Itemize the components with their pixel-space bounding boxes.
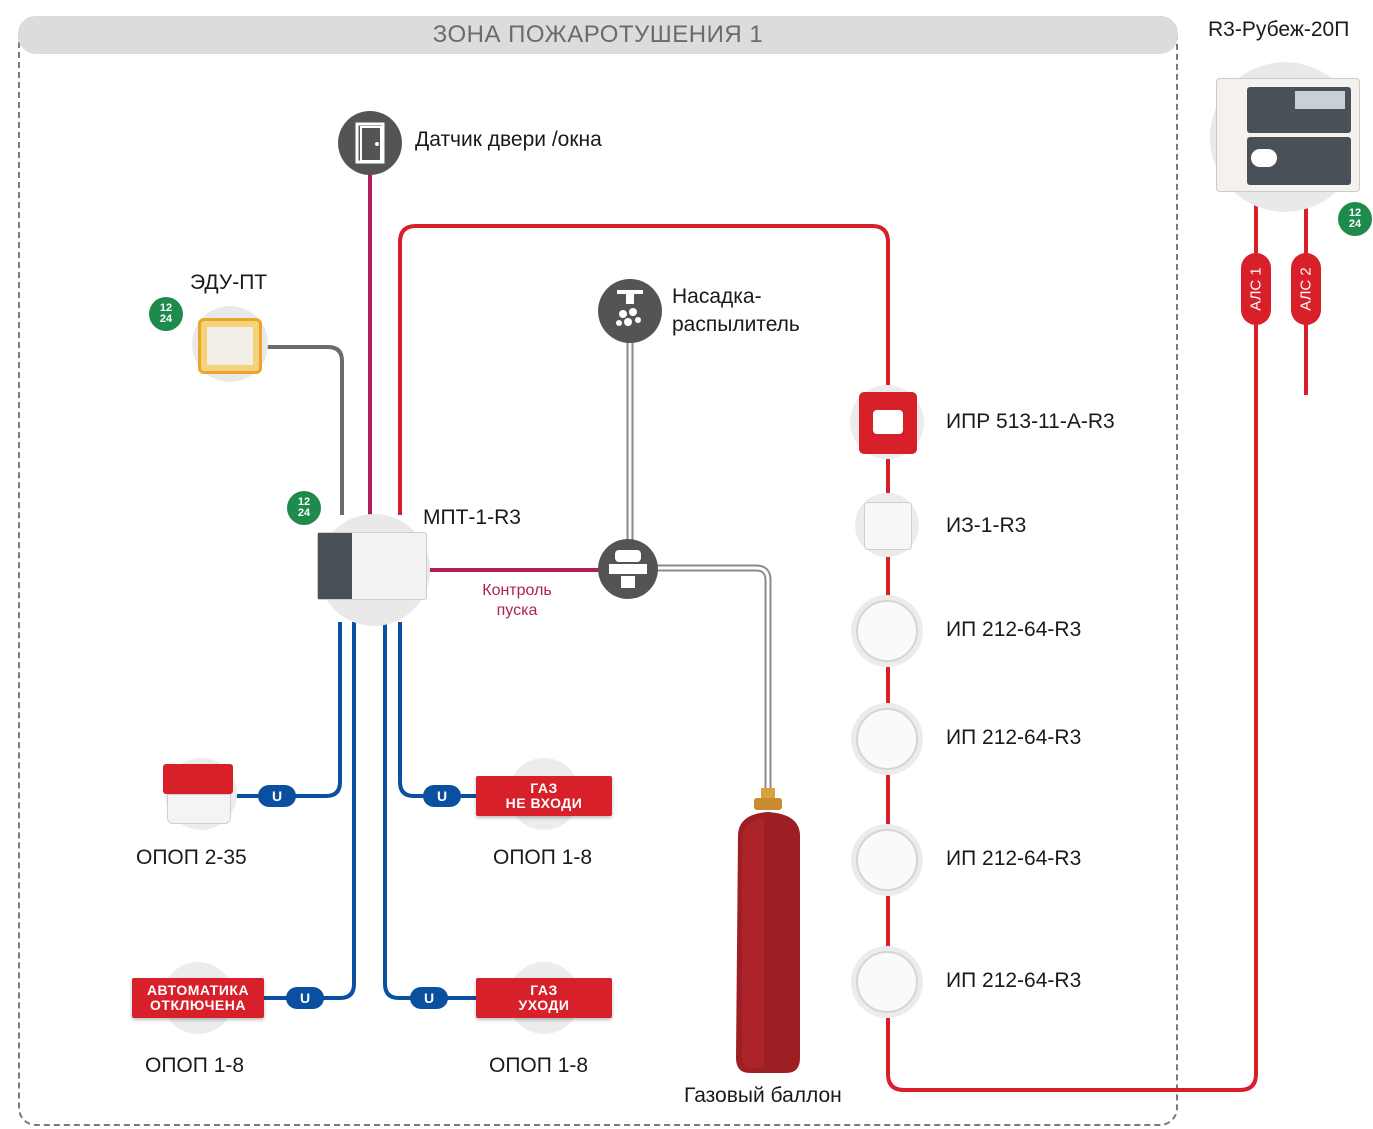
- mpt-label: МПТ-1-R3: [423, 506, 521, 529]
- alc2-tag: АЛС 2: [1291, 253, 1321, 325]
- mpt-device-icon: [317, 532, 427, 600]
- nozzle-label: Насадка-распылитель: [672, 285, 800, 336]
- door-icon: [338, 111, 402, 175]
- siren-icon: [163, 764, 233, 824]
- u-tag-opop18-gas-leave: U: [410, 987, 448, 1009]
- alarm-label-1: ОПОП 1-8: [493, 846, 593, 869]
- panel-device-icon: [1216, 78, 1360, 192]
- isolator-icon: [864, 502, 912, 550]
- sprinkler-nozzle-icon: [598, 279, 662, 343]
- u-tag-opop18-automation: U: [286, 987, 324, 1009]
- loop-device-label-2: ИП 212-64-R3: [946, 618, 1082, 641]
- smoke-detector-icon: [856, 829, 918, 891]
- gas-cylinder-icon: [736, 788, 800, 1073]
- valve-icon: [598, 539, 658, 599]
- u-tag-opop235: U: [258, 785, 296, 807]
- edu-label: ЭДУ-ПТ: [190, 271, 268, 294]
- loop-device-label-1: ИЗ-1-R3: [946, 514, 1027, 537]
- alc-loop-wire: [398, 200, 1258, 1092]
- cylinder-pipe: [655, 564, 772, 790]
- zone-title: ЗОНА ПОЖАРОТУШЕНИЯ 1: [18, 16, 1178, 54]
- loop-device-label-4: ИП 212-64-R3: [946, 847, 1082, 870]
- u-tag-opop18-gas-enter: U: [423, 785, 461, 807]
- opop18-automation-wire: [262, 622, 356, 1000]
- smoke-detector-icon: [856, 600, 918, 662]
- alarm-label-3: ОПОП 1-8: [489, 1054, 589, 1077]
- opop235-wire: [234, 622, 342, 798]
- edu-wire: [262, 345, 344, 515]
- alarm-label-2: ОПОП 1-8: [145, 1054, 245, 1077]
- loop-device-label-3: ИП 212-64-R3: [946, 726, 1082, 749]
- loop-device-label-5: ИП 212-64-R3: [946, 969, 1082, 992]
- opop18-gas-leave-wire: [383, 622, 476, 1000]
- alarm-label-0: ОПОП 2-35: [136, 846, 247, 869]
- smoke-detector-icon: [856, 708, 918, 770]
- manual-call-point-icon: [859, 392, 917, 454]
- door-sensor-label: Датчик двери /окна: [415, 128, 602, 151]
- opop18-gas-enter-wire: [398, 622, 476, 798]
- edu-device-icon: [198, 318, 262, 374]
- smoke-detector-icon: [856, 951, 918, 1013]
- alc1-tag: АЛС 1: [1241, 253, 1271, 325]
- panel-label: R3-Рубеж-20П: [1208, 18, 1350, 41]
- cylinder-label: Газовый баллон: [684, 1084, 842, 1107]
- loop-device-label-0: ИПР 513-11-А-R3: [946, 410, 1115, 433]
